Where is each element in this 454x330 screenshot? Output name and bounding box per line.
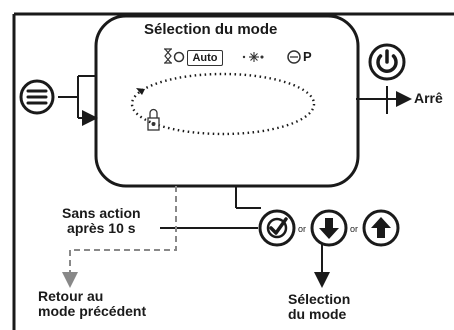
device-screen [94,14,360,188]
or-label: or [350,224,359,234]
return-line-2: mode précédent [38,303,147,320]
power-icon [376,49,398,73]
moon-icon [228,50,246,64]
up-button[interactable] [362,209,400,247]
sun-icon [173,51,185,63]
timeout-dashed-path [62,186,177,288]
arrow-down-icon [319,218,339,239]
menu-icon [26,89,48,105]
hourglass-icon [164,48,172,64]
mode-p-label: P [303,49,312,64]
diagram-title: Sélection du mode [144,21,278,38]
checkmark-icon [266,217,288,239]
selection-label: Sélection du mode [288,291,351,323]
lock-icon [147,108,160,131]
stop-label: Arrê [414,90,443,106]
arrow-up-icon [371,217,391,238]
snowflake-icon [249,52,264,62]
selection-line-2: du mode [288,306,347,323]
mode-cycle-loop [130,72,316,136]
ok-button[interactable] [258,209,296,247]
menu-button[interactable] [17,79,57,115]
clock-icon [287,50,301,64]
selection-line-1: Sélection [288,291,351,307]
mode-cycle-arrowhead [136,88,145,95]
power-button[interactable] [368,43,406,81]
return-label: Retour au mode précédent [38,288,147,320]
no-action-line-1: Sans action [62,205,141,221]
mode-auto-label: Auto [187,50,223,66]
or-label: or [298,224,307,234]
no-action-label: Sans action après 10 s [62,205,141,237]
down-button[interactable] [310,209,348,247]
return-line-1: Retour au [38,288,104,304]
no-action-line-2: après 10 s [67,220,136,237]
